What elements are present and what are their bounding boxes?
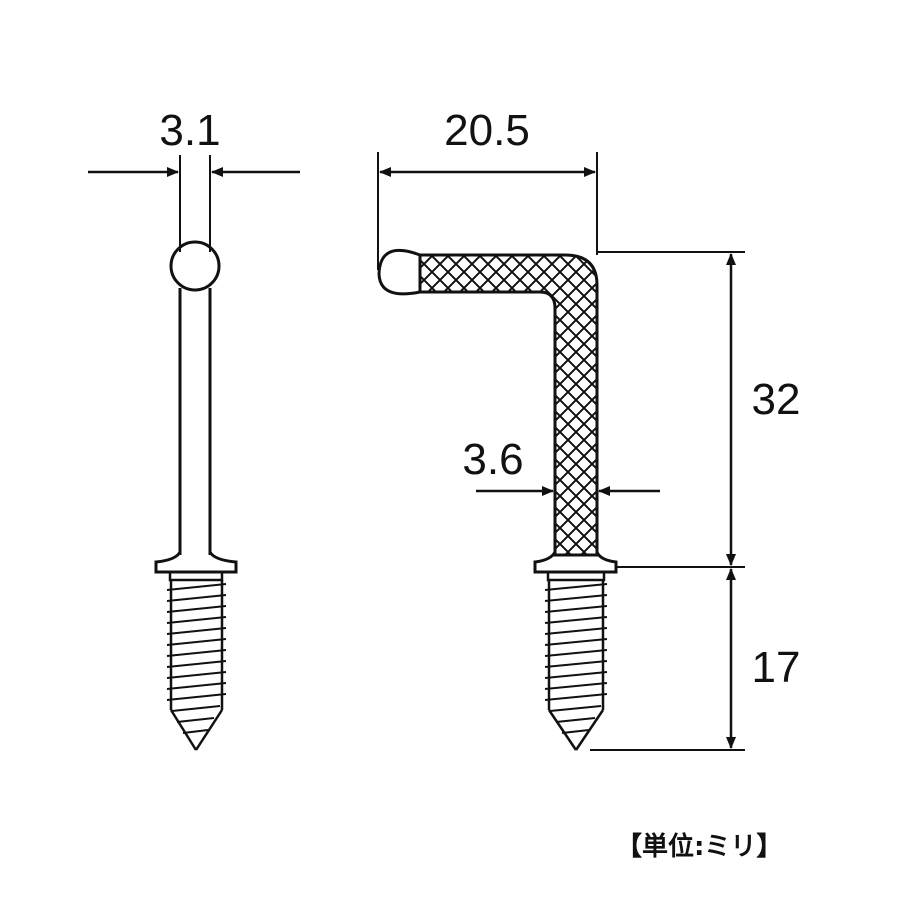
dim-front-diameter: 3.1	[88, 106, 300, 252]
thread-length-label: 17	[752, 643, 801, 692]
shank-length-label: 32	[752, 375, 801, 424]
unit-note: 【単位:ミリ】	[616, 832, 783, 862]
hook-reach-label: 20.5	[444, 106, 530, 155]
dim-thread-length: 17	[590, 568, 801, 751]
side-collar	[533, 551, 618, 574]
dim-hook-reach: 20.5	[377, 106, 598, 270]
dim-shank-length: 32	[597, 251, 801, 568]
side-diameter-label: 3.6	[462, 435, 523, 484]
side-thread-lines	[544, 583, 608, 734]
front-view: 3.1	[88, 106, 300, 751]
dim-side-diameter: 3.6	[462, 435, 660, 496]
front-collar	[154, 551, 238, 574]
hook-tip-knob	[377, 248, 422, 296]
front-head-ball	[169, 240, 221, 292]
hook-body	[398, 253, 599, 557]
side-view: 20.5 3.6 32 17	[377, 106, 801, 751]
front-thread-lines	[166, 583, 227, 734]
front-diameter-label: 3.1	[159, 106, 220, 155]
